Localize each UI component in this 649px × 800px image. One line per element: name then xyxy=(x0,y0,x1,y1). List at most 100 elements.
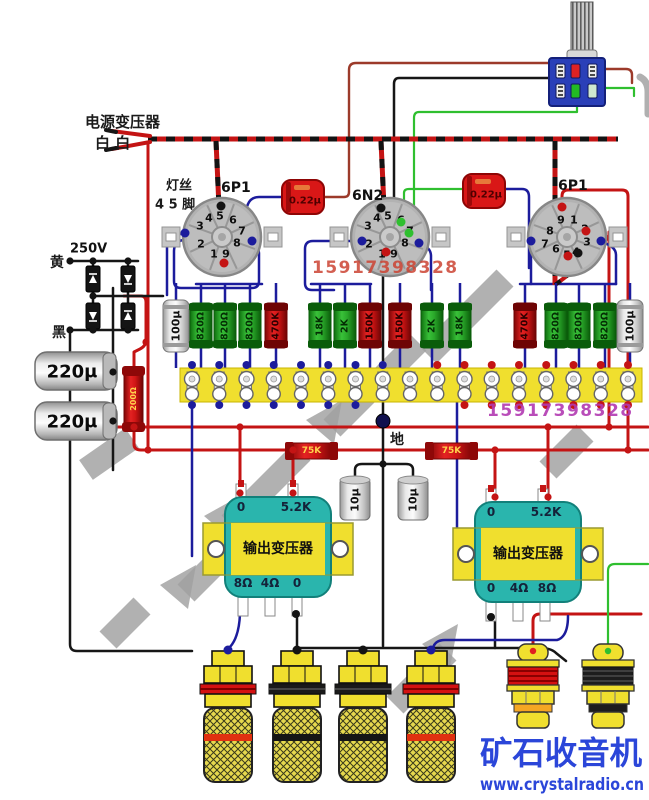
solder-dot xyxy=(247,236,257,246)
signal-green-wire xyxy=(412,102,579,229)
solder-dot xyxy=(526,236,536,246)
junction-dot xyxy=(124,326,132,334)
solder-dot xyxy=(292,610,300,618)
label-white-white: 白 白 xyxy=(95,134,130,152)
junction-dot xyxy=(89,292,97,300)
solder-dot xyxy=(596,401,605,409)
cap-value: 10μ xyxy=(407,488,420,511)
component-value: 820Ω xyxy=(551,312,562,340)
shielded-cable xyxy=(636,73,649,118)
solder-dot xyxy=(269,361,278,369)
solder-dot xyxy=(596,361,605,369)
resistor: 18K xyxy=(308,302,332,349)
terminal-lug xyxy=(211,370,228,402)
transformer-lead xyxy=(104,128,118,134)
solder-dot xyxy=(487,401,496,409)
junction-dot xyxy=(491,493,499,501)
pin-number: 9 xyxy=(222,248,230,261)
solder-dot xyxy=(569,361,578,369)
terminal-lug xyxy=(292,370,310,402)
solder-dot xyxy=(460,401,469,409)
watermark-phone: 15917398328 xyxy=(487,401,634,421)
solder-dot xyxy=(223,645,233,655)
ground-node xyxy=(375,413,391,429)
cap-value: 0.22μ xyxy=(470,190,503,201)
signal-green-wire xyxy=(600,86,636,98)
pin-number: 9 xyxy=(390,248,398,261)
junction-dot xyxy=(66,326,74,334)
pin-number: 8 xyxy=(401,237,409,250)
solder-dot xyxy=(358,645,368,655)
solder-dot xyxy=(180,228,190,238)
solder-dot xyxy=(487,613,495,621)
diode xyxy=(120,302,136,330)
solder-dot xyxy=(215,401,224,409)
junction-dot xyxy=(89,326,97,334)
label-filament-pins: 4 5 脚 xyxy=(155,197,195,213)
resistor: 150K xyxy=(388,302,412,349)
solder-dot xyxy=(297,361,305,369)
diode xyxy=(120,265,136,293)
terminal-lug xyxy=(538,370,555,402)
terminal-lug xyxy=(592,370,609,402)
solder-dot xyxy=(242,361,251,369)
transformer-tap: 0 xyxy=(237,500,245,514)
solder-dot xyxy=(515,401,523,409)
solder-dot xyxy=(297,401,305,409)
transformer-tap: 0 xyxy=(293,576,301,590)
solder-dot xyxy=(596,236,606,246)
component-value: 820Ω xyxy=(245,312,256,340)
junction-dot xyxy=(379,460,387,468)
resistor: 2K xyxy=(333,302,357,349)
transformer-lead xyxy=(104,146,118,152)
pin-number: 2 xyxy=(197,238,205,251)
transformer-tap: 5.2K xyxy=(281,500,312,514)
solder-dot xyxy=(542,401,551,409)
label-250v: 250V xyxy=(70,242,107,257)
signal-blue-wire xyxy=(503,187,531,270)
transformer-tap: 4Ω xyxy=(510,581,529,595)
resistor-psu: 200Ω xyxy=(122,366,145,432)
solder-dot xyxy=(426,645,436,655)
component-value: 100μ xyxy=(170,310,183,341)
junction-dot xyxy=(605,423,613,431)
solder-dot xyxy=(292,645,302,655)
solder-dot xyxy=(542,361,551,369)
coupling-cap-022u: 0.22μ xyxy=(281,179,325,215)
terminal-lug xyxy=(619,370,637,402)
pin-number: 3 xyxy=(583,236,591,249)
terminal-lug xyxy=(429,370,446,402)
watermark-arrowhead xyxy=(306,400,342,444)
junction-dot xyxy=(66,257,74,265)
terminal-lug xyxy=(401,370,419,402)
transformer-tap: 8Ω xyxy=(234,576,253,590)
rca-jack xyxy=(506,643,560,729)
solder-dot xyxy=(357,236,367,246)
junction-dot xyxy=(491,446,499,454)
component-value: 470K xyxy=(520,312,531,340)
label-tube-type: 6N2 xyxy=(352,188,383,204)
terminal-strip xyxy=(179,367,643,403)
solder-dot xyxy=(269,401,278,409)
junction-dot xyxy=(289,446,297,454)
terminal-lug xyxy=(183,370,201,402)
terminal-lug xyxy=(483,370,500,402)
watermark-url: www.crystalradio.cn xyxy=(480,775,644,795)
watermark-arrowhead xyxy=(422,624,458,668)
cap-value: 220μ xyxy=(47,362,98,383)
component-value: 100μ xyxy=(624,310,637,341)
resistor-value: 75K xyxy=(302,446,323,456)
component-value: 820Ω xyxy=(600,312,611,340)
transformer-tap: 8Ω xyxy=(538,581,557,595)
resistor: 820Ω xyxy=(189,302,213,349)
solder-dot xyxy=(563,251,573,261)
pin-number: 1 xyxy=(210,248,218,261)
filter-cap-220u: 220μ xyxy=(34,351,118,391)
ground-black-wire xyxy=(392,76,565,252)
solder-dot xyxy=(188,361,196,369)
watermark-arrow xyxy=(99,597,151,649)
solder-dot xyxy=(324,401,333,409)
